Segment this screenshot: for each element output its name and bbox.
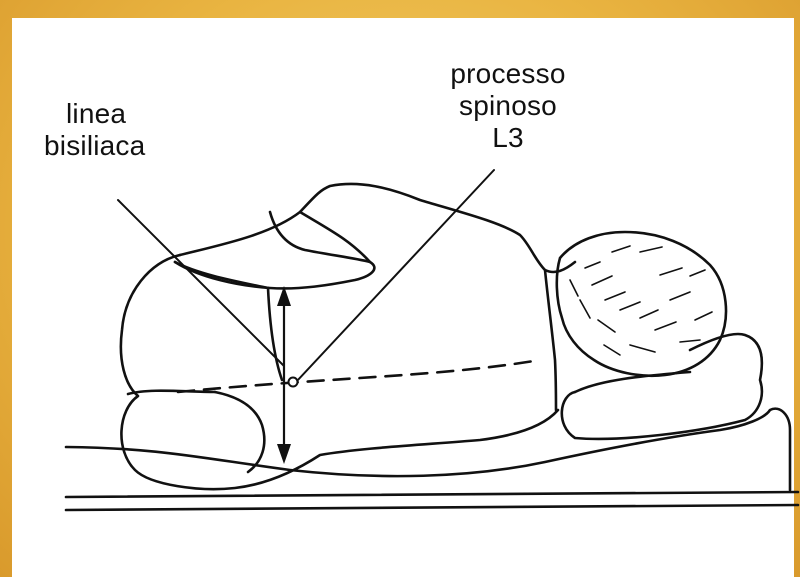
label-processo-spinoso-l3: processo spinoso L3 [428, 58, 588, 154]
label-linea-bisiliaca: linea bisiliaca [44, 98, 145, 162]
label-bisiliaca: bisiliaca [44, 130, 145, 162]
label-linea: linea [44, 98, 145, 130]
hair-strokes [570, 246, 712, 355]
table-bottom-line [66, 505, 798, 510]
back-outline [121, 255, 558, 489]
l3-marker [289, 378, 298, 387]
iliac-dashed-line [178, 360, 540, 392]
table-top-line [66, 492, 798, 497]
leader-line-processo [296, 170, 494, 382]
label-l3: L3 [428, 122, 588, 154]
arrow-head-down [277, 444, 291, 464]
label-spinoso: spinoso [428, 90, 588, 122]
label-processo: processo [428, 58, 588, 90]
leader-line-bisiliaca [118, 200, 284, 366]
mattress-outline [66, 409, 790, 490]
